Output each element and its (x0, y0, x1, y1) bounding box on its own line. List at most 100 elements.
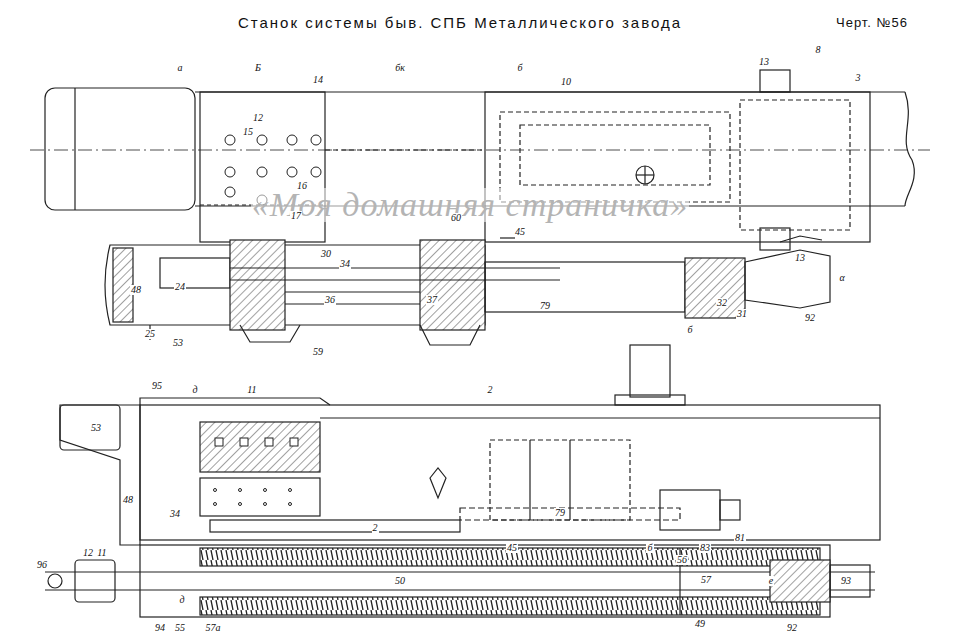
callout-number: 15 (242, 127, 254, 137)
drawing-stroke (140, 545, 830, 617)
drawing-stroke (30, 70, 930, 617)
drawing-stroke (225, 135, 235, 145)
drawing-stroke (240, 438, 248, 446)
callout-number: 93 (840, 576, 852, 586)
drawing-stroke (60, 405, 120, 450)
callout-number: 53 (90, 423, 102, 433)
callout-number: 48 (122, 495, 134, 505)
drawing-stroke (30, 150, 930, 151)
callout-number: α (838, 273, 845, 283)
drawing-title: Станок системы быв. СПБ Металлического з… (236, 14, 684, 31)
drawing-stroke (214, 503, 217, 506)
drawing-stroke (240, 325, 300, 342)
drawing-stroke (287, 167, 297, 177)
drawing-stroke (230, 279, 560, 280)
drawing-stroke (48, 574, 62, 588)
drawing-stroke (264, 489, 267, 492)
drawing-stroke (225, 167, 235, 177)
drawing-stroke (745, 250, 830, 308)
drawing-stroke (210, 520, 460, 532)
drawing-stroke (265, 438, 273, 446)
drawing-stroke (320, 417, 880, 418)
drawing-stroke (239, 503, 242, 506)
callout-number: 92 (786, 623, 798, 633)
callout-number: б (646, 543, 653, 553)
callout-number: бк (394, 63, 406, 73)
callout-number: б (686, 325, 693, 335)
drawing-stroke (325, 149, 485, 150)
callout-number: 11 (246, 385, 257, 395)
drawing-stroke (45, 571, 875, 572)
drawing-stroke (285, 291, 420, 292)
sheet-number: Черт. №56 (835, 16, 909, 29)
drawing-stroke (636, 166, 654, 184)
drawing-stroke (230, 240, 285, 330)
drawing-stroke (500, 237, 515, 238)
callout-number: Б (254, 63, 262, 73)
drawing-stroke (760, 70, 790, 92)
callout-number: 57 (700, 575, 712, 585)
drawing-stroke (311, 135, 321, 145)
drawing-stroke (529, 440, 530, 520)
drawing-stroke (287, 135, 297, 145)
callout-number: 16 (296, 181, 308, 191)
callout-number: 12 (252, 113, 264, 123)
callout-number: 34 (169, 509, 181, 519)
watermark: «Моя домашняя страничка» (251, 188, 690, 222)
drawing-stroke (905, 92, 914, 206)
drawing-stroke (45, 88, 195, 210)
drawing-stroke (140, 398, 330, 405)
callout-number: 55 (174, 623, 186, 633)
callout-number: 8 (815, 45, 822, 55)
drawing-stroke (239, 489, 242, 492)
callout-number: 14 (312, 75, 324, 85)
callout-number: 92 (804, 313, 816, 323)
drawing-stroke (45, 589, 875, 590)
callout-number: 56 (676, 555, 688, 565)
callout-number: 12 (82, 548, 94, 558)
drawing-stroke (760, 228, 790, 250)
callout-number: д (191, 385, 198, 395)
drawing-stroke (160, 258, 230, 288)
drawing-stroke (290, 438, 298, 446)
callout-number: 37 (426, 295, 438, 305)
callout-number: 81 (734, 533, 746, 543)
callout-number: 36 (324, 295, 336, 305)
callout-number: 45 (506, 543, 518, 553)
drawing-stroke (60, 405, 140, 545)
drawing-stroke (420, 240, 485, 330)
drawing-stroke (660, 490, 720, 530)
callout-number: 32 (716, 298, 728, 308)
drawing-stroke (430, 468, 446, 498)
callout-number: б (516, 63, 523, 73)
callout-number: 10 (560, 77, 572, 87)
callout-number: 60 (450, 213, 462, 223)
callout-number: 3 (855, 73, 862, 83)
callout-number: 31 (736, 309, 748, 319)
drawing-stroke (720, 500, 740, 520)
drawing-stroke (420, 325, 480, 345)
drawing-stroke (214, 489, 217, 492)
drawing-stroke (780, 236, 822, 242)
callout-number: 13 (758, 57, 770, 67)
drawing-stroke (630, 345, 670, 397)
callout-number: 24 (174, 282, 186, 292)
drawing-stroke (830, 565, 870, 597)
drawing-stroke (257, 135, 267, 145)
drawing-stroke (644, 166, 645, 184)
callout-number: 2 (372, 523, 379, 533)
callout-number: 2 (487, 385, 494, 395)
drawing-stroke (289, 503, 292, 506)
drawing-stroke (740, 100, 850, 230)
drawing-stroke (74, 88, 75, 210)
callout-number: а (177, 63, 184, 73)
callout-number: 79 (539, 301, 551, 311)
callout-number: 34 (339, 259, 351, 269)
callout-number: 95 (151, 381, 163, 391)
callout-number: 13 (794, 253, 806, 263)
callout-number: 45 (514, 227, 526, 237)
drawing-stroke (311, 167, 321, 177)
callout-number: 25 (144, 329, 156, 339)
